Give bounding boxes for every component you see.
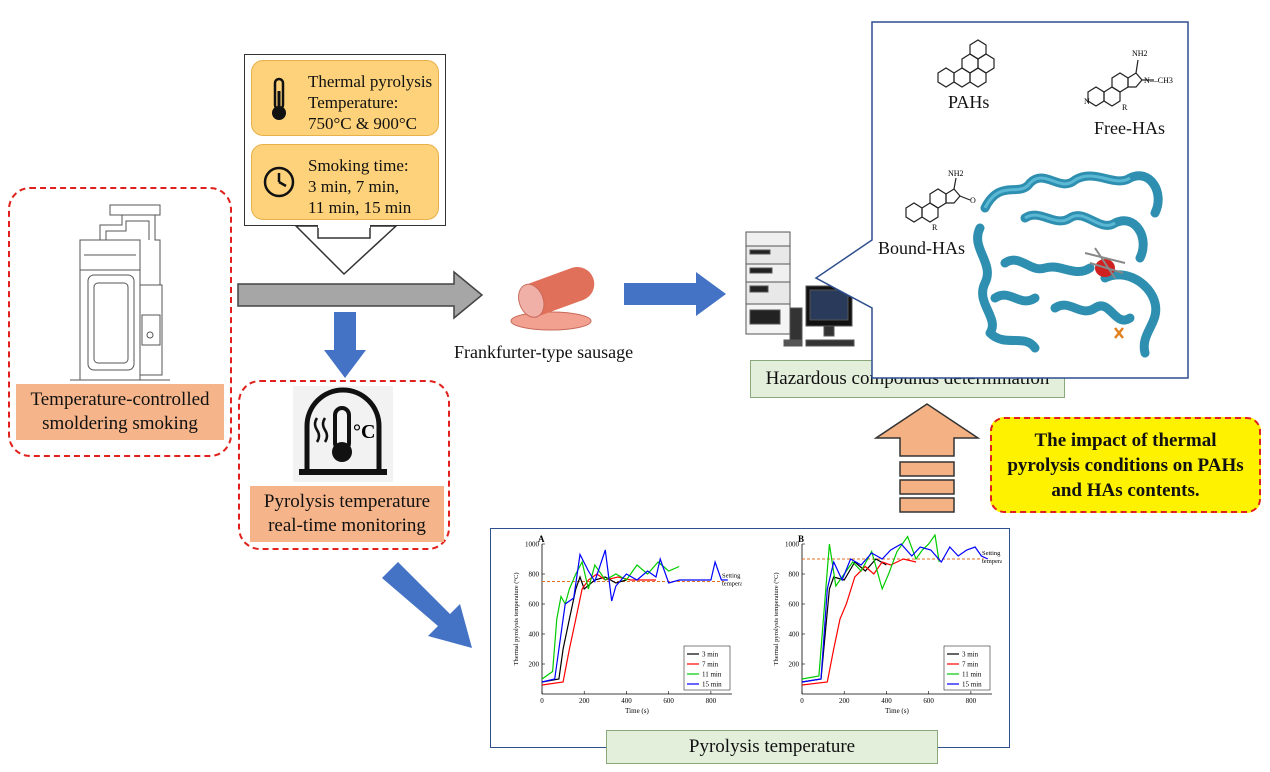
setting-annotation-line1: Setting xyxy=(722,573,741,580)
legend-entry: 11 min xyxy=(702,671,722,679)
free-has-ch3-label: N—CH3 xyxy=(1144,76,1173,85)
process-arrow-gray xyxy=(237,270,484,320)
monitoring-box xyxy=(238,380,450,550)
free-has-structure-icon: NH2 N—CH3 R N xyxy=(1084,49,1173,112)
pahs-label: PAHs xyxy=(948,92,990,112)
impact-text: The impact of thermal pyrolysis conditio… xyxy=(1007,429,1244,501)
hplc-instrument-image xyxy=(745,231,855,347)
protein-ribbon-image xyxy=(973,171,1163,358)
y-tick-label: 200 xyxy=(789,661,800,669)
legend-entry: 7 min xyxy=(962,661,979,669)
sausage-label: Frankfurter-type sausage xyxy=(454,342,634,362)
y-tick-label: 1000 xyxy=(525,541,540,549)
x-axis-label: Time (s) xyxy=(625,707,649,715)
x-tick-label: 400 xyxy=(621,697,632,705)
conditions-down-arrow xyxy=(294,224,398,276)
smoker-machine-drawing xyxy=(70,204,170,381)
legend-box xyxy=(943,645,991,691)
temperature-condition-text: Thermal pyrolysis Temperature: 750°C & 9… xyxy=(308,71,432,134)
legend-entry: 3 min xyxy=(962,651,979,659)
pyrolysis-temperature-label: Pyrolysis temperature xyxy=(606,730,938,764)
free-has-nh2-label: NH2 xyxy=(1132,49,1148,58)
temperature-monitor-icon: °C xyxy=(293,386,393,482)
legend-entry: 7 min xyxy=(702,661,719,669)
panel-letter: A xyxy=(538,534,545,544)
smoking-equipment-box xyxy=(8,187,232,457)
blue-arrow-right xyxy=(624,272,726,316)
legend-entry: 11 min xyxy=(962,671,982,679)
bound-has-r-label: R xyxy=(932,223,938,232)
y-tick-label: 800 xyxy=(529,571,540,579)
x-tick-label: 600 xyxy=(923,697,934,705)
bound-has-nh2-label: NH2 xyxy=(948,170,964,178)
y-tick-label: 800 xyxy=(789,571,800,579)
y-tick-label: 200 xyxy=(529,661,540,669)
smoke-cond-line1: Smoking time: xyxy=(308,156,409,175)
clock-icon xyxy=(263,166,295,198)
x-tick-label: 400 xyxy=(881,697,892,705)
series-line xyxy=(801,558,887,683)
smoke-cond-line3: 11 min, 15 min xyxy=(308,198,412,217)
free-has-n-label: N xyxy=(1084,97,1090,106)
monitor-unit-label: °C xyxy=(353,421,375,443)
temp-cond-line2: Temperature: xyxy=(308,93,399,112)
series-line xyxy=(541,549,728,683)
x-tick-label: 200 xyxy=(579,697,590,705)
smoke-cond-line2: 3 min, 7 min, xyxy=(308,177,400,196)
y-tick-label: 400 xyxy=(529,631,540,639)
smoking-time-text: Smoking time: 3 min, 7 min, 11 min, 15 m… xyxy=(308,155,411,218)
x-tick-label: 600 xyxy=(663,697,674,705)
legend-entry: 3 min xyxy=(702,651,719,659)
setting-annotation-line2: temperature xyxy=(722,581,742,588)
x-tick-label: 200 xyxy=(839,697,850,705)
smoking-label-line1: Temperature-controlled xyxy=(30,389,210,410)
bound-has-label: Bound-HAs xyxy=(878,238,966,258)
legend-box xyxy=(683,645,731,691)
charts-panel xyxy=(490,528,1010,748)
x-tick-label: 800 xyxy=(966,697,977,705)
y-axis-label: Thermal pyrolysis temperature (°C) xyxy=(773,572,780,665)
smoking-label-line2: smoldering smoking xyxy=(42,413,198,434)
bound-has-o-label: O xyxy=(970,196,976,205)
pah-structure-icon xyxy=(937,39,995,88)
sausage-image xyxy=(510,267,595,331)
panel-letter: B xyxy=(798,534,804,544)
series-line xyxy=(801,543,989,683)
free-has-r-label: R xyxy=(1122,103,1128,112)
temp-cond-line1: Thermal pyrolysis xyxy=(308,72,433,91)
legend-entry: 15 min xyxy=(962,681,982,689)
impact-box: The impact of thermal pyrolysis conditio… xyxy=(990,417,1261,513)
x-axis-label: Time (s) xyxy=(885,707,909,715)
smoking-label: Temperature-controlled smoldering smokin… xyxy=(16,384,224,440)
blue-arrow-diagonal xyxy=(382,562,472,648)
monitoring-label-line2: real-time monitoring xyxy=(268,515,426,536)
thermometer-icon xyxy=(272,77,286,120)
x-tick-label: 0 xyxy=(540,697,544,705)
series-line xyxy=(541,573,656,686)
monitoring-label-line1: Pyrolysis temperature xyxy=(263,491,431,512)
y-axis-label: Thermal pyrolysis temperature (°C) xyxy=(513,572,520,665)
impact-up-arrow xyxy=(873,403,981,513)
monitoring-label: Pyrolysis temperature real-time monitori… xyxy=(250,486,444,542)
y-tick-label: 1000 xyxy=(785,541,800,549)
setting-annotation-line1: Setting xyxy=(982,550,1001,557)
series-line xyxy=(801,534,940,680)
legend-entry: 15 min xyxy=(702,681,722,689)
setting-annotation-line2: temperature xyxy=(982,558,1002,565)
smoking-time-card: Smoking time: 3 min, 7 min, 11 min, 15 m… xyxy=(251,144,439,220)
temperature-condition-card: Thermal pyrolysis Temperature: 750°C & 9… xyxy=(251,60,439,136)
blue-arrow-down xyxy=(324,312,366,378)
y-tick-label: 400 xyxy=(789,631,800,639)
free-has-label: Free-HAs xyxy=(1094,118,1165,138)
bound-has-structure-icon: NH2 O R xyxy=(905,170,976,232)
molecules-callout-frame xyxy=(814,21,1189,379)
x-tick-label: 0 xyxy=(800,697,804,705)
y-tick-label: 600 xyxy=(789,601,800,609)
y-tick-label: 600 xyxy=(529,601,540,609)
x-tick-label: 800 xyxy=(706,697,717,705)
temp-cond-line3: 750°C & 900°C xyxy=(308,114,417,133)
